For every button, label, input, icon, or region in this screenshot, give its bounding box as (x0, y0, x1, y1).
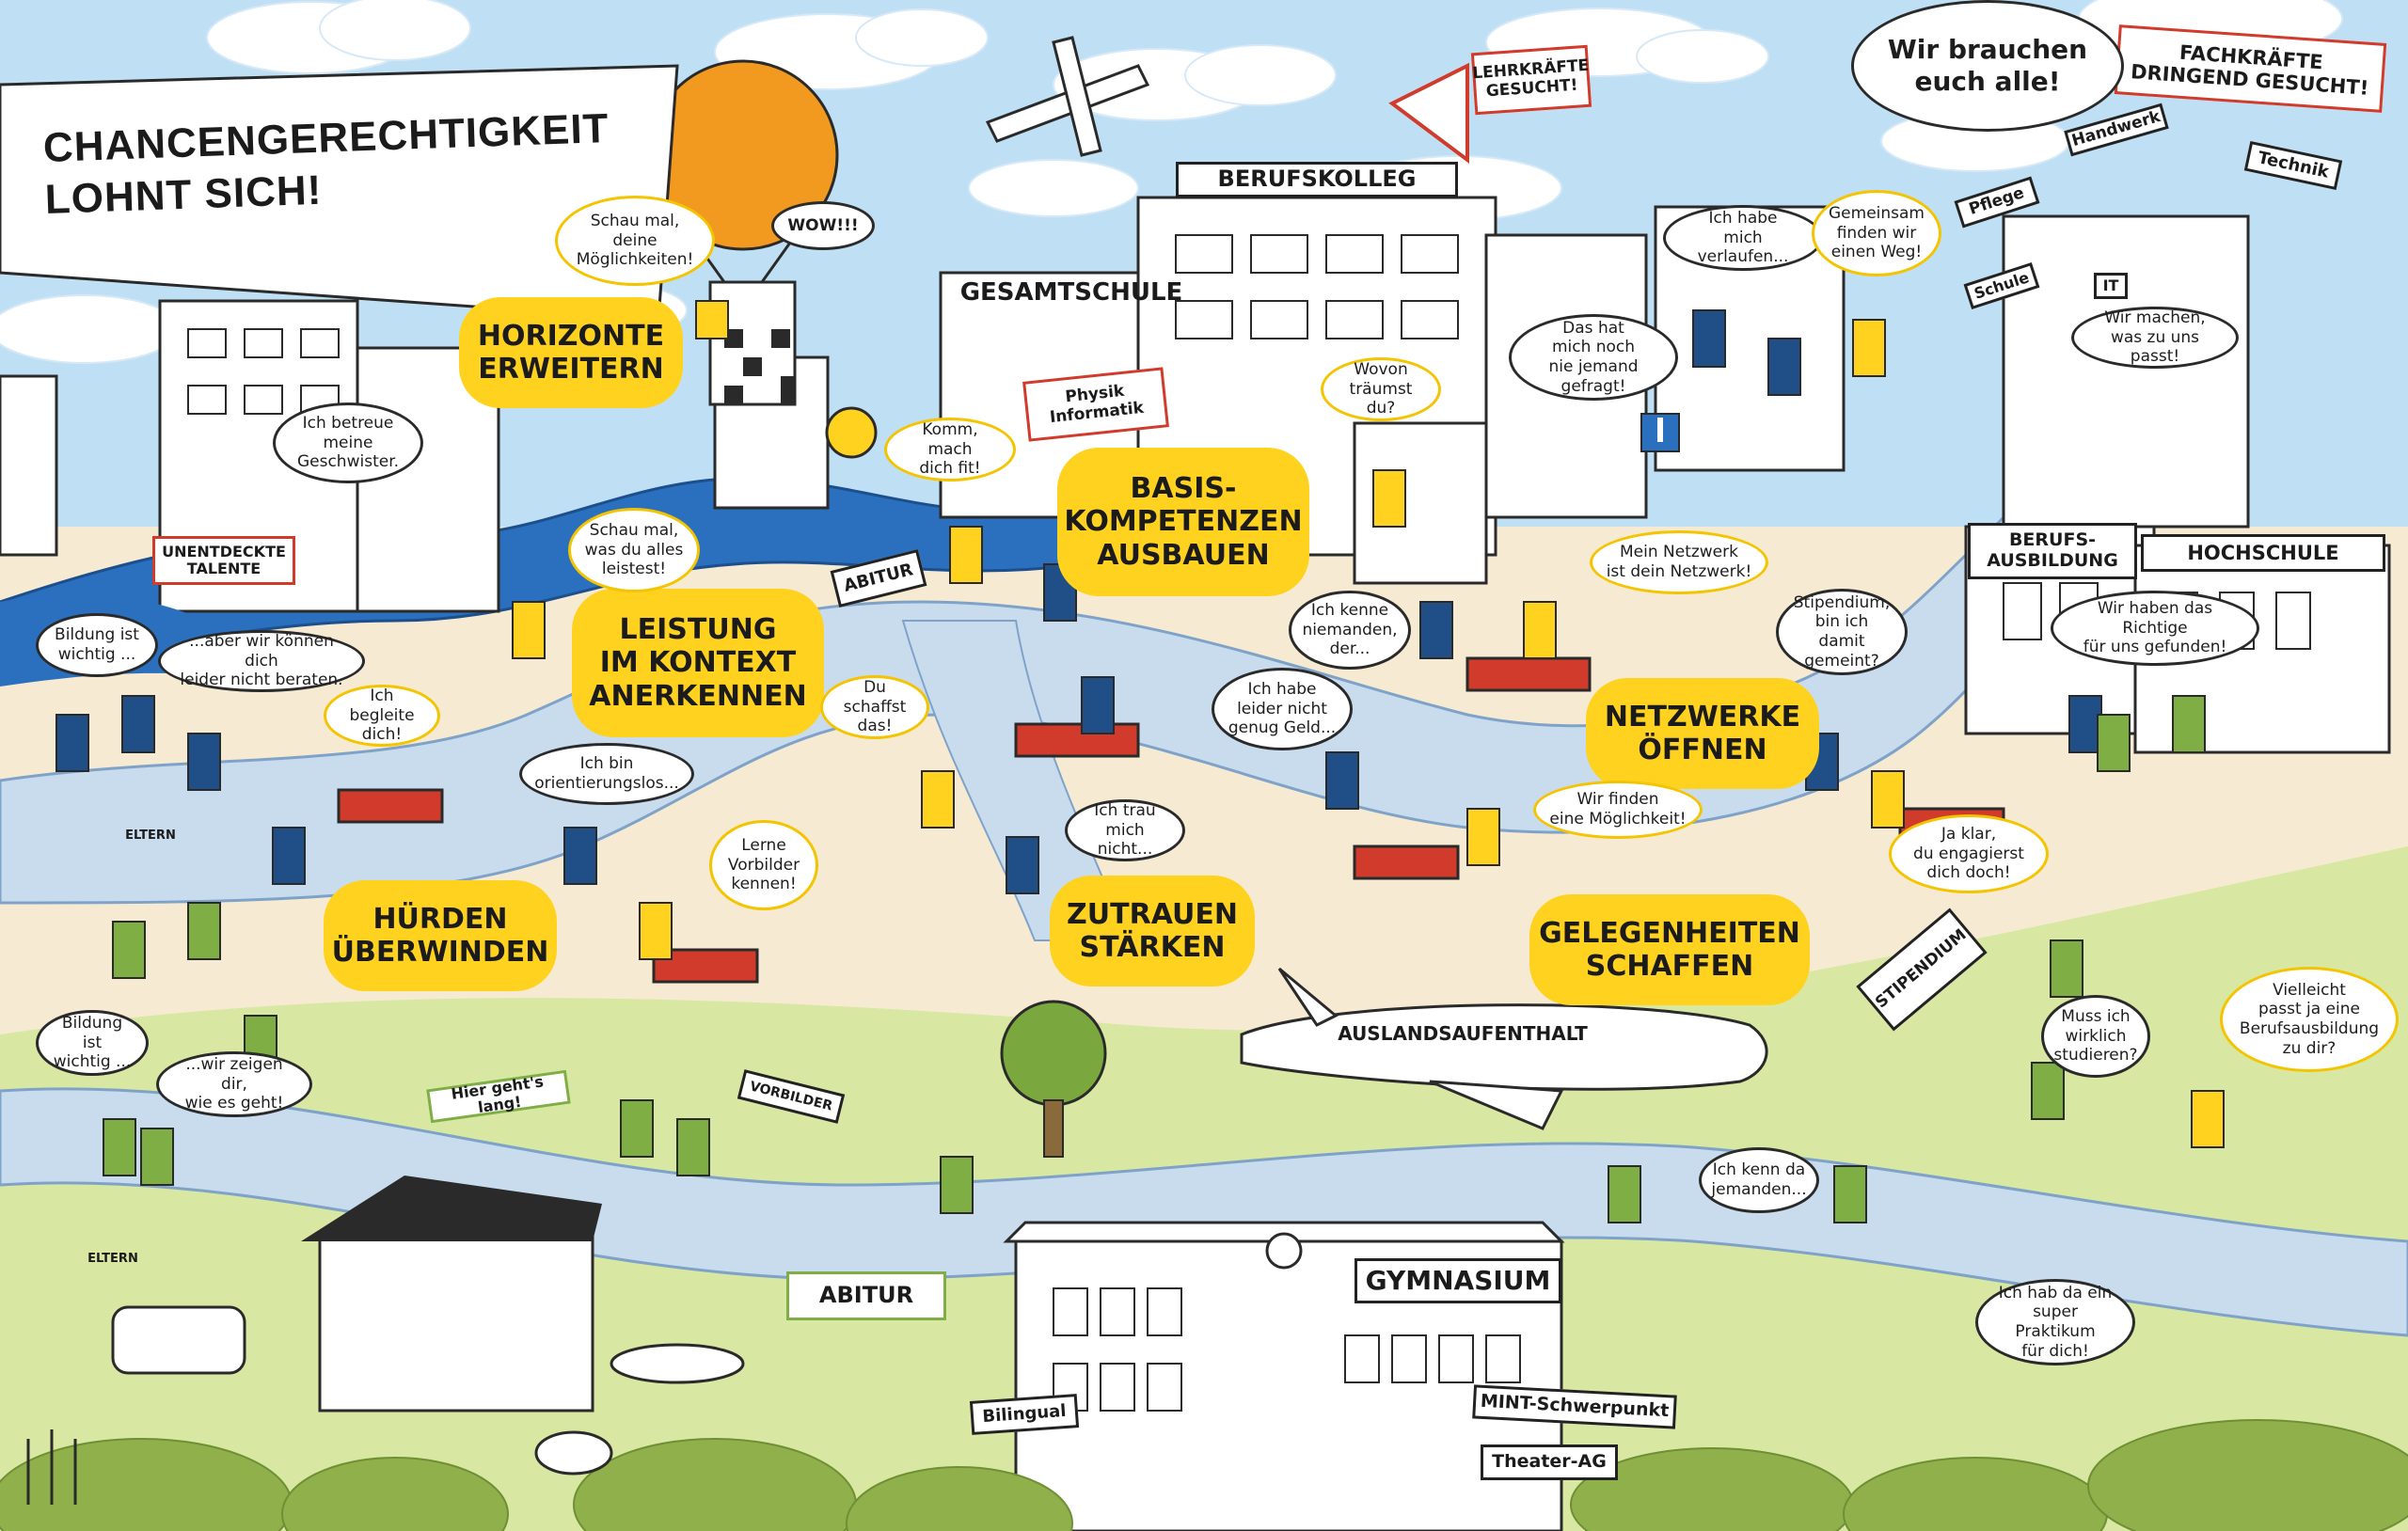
bubble-stipendium-frage: Stipendium, bin ich damit gemeint? (1776, 589, 1908, 675)
berufsausbildung-label: BERUFS- AUSBILDUNG (1968, 523, 2137, 579)
big-airplane (1240, 967, 1768, 1130)
gymnasium-roof (1003, 1221, 1565, 1243)
bubble-komm-mach: Komm, mach dich fit! (884, 418, 1016, 481)
bubble-ich-kenne-niemanden: Ich kenne niemanden, der... (1289, 591, 1411, 670)
bubble-wir-haben-richtige: Wir haben das Richtige für uns gefunden! (2051, 591, 2259, 666)
bubble-mein-netzwerk: Mein Netzwerk ist dein Netzwerk! (1590, 530, 1768, 594)
signal-post (825, 406, 878, 459)
unentdeckte-talente-sign: UNENTDECKTE TALENTE (152, 536, 295, 585)
bubble-wir-brauchen: Wir brauchen euch alle! (1851, 0, 2124, 132)
lehrkraefte-sign: LEHRKRÄFTE GESUCHT! (1470, 44, 1592, 116)
theme-basis: BASIS- KOMPETENZEN AUSBAUEN (1061, 451, 1306, 592)
auslandsaufenthalt-label: AUSLANDSAUFENTHALT (1338, 1022, 1588, 1045)
dog (534, 1430, 613, 1476)
bubble-muss-ich: Muss ich wirklich studieren? (2041, 995, 2150, 1078)
bubble-gemeinsam: Gemeinsam finden wir einen Weg! (1812, 190, 1941, 276)
bubble-bildung-wichtig-2: Bildung ist wichtig ... (36, 1010, 149, 1076)
bubble-ich-hab-praktikum: Ich hab da ein super Praktikum für dich! (1975, 1279, 2135, 1365)
berufskolleg-label: BERUFSKOLLEG (1176, 162, 1458, 197)
bubble-lerne-vorbilder: Lerne Vorbilder kennen! (709, 820, 818, 910)
bubble-ich-bin-orientierungslos: Ich bin orientierungslos... (519, 743, 694, 805)
small-airplane (985, 36, 1150, 157)
bubble-ich-betreue: Ich betreue meine Geschwister. (273, 402, 423, 483)
hochschule-label: HOCHSCHULE (2141, 534, 2385, 572)
bubble-wovon: Wovon träumst du? (1321, 357, 1441, 421)
bubble-wow: WOW!!! (771, 201, 875, 250)
gymnasium-label: GYMNASIUM (1354, 1258, 1561, 1303)
house-roof (301, 1176, 602, 1241)
bubble-ich-habe-geld: Ich habe leider nicht genug Geld... (1212, 668, 1353, 750)
people-green (103, 695, 2206, 1223)
bubble-ich-kenn-da: Ich kenn da jemanden... (1699, 1147, 1819, 1213)
gesamtschule-label: GESAMTSCHULE (959, 278, 1183, 308)
fence (26, 1429, 77, 1505)
clock (1265, 1232, 1303, 1270)
poster-title: CHANCENGERECHTIGKEIT LOHNT SICH! (42, 104, 610, 223)
bubble-vielleicht: Vielleicht passt ja eine Berufsausbildun… (2220, 967, 2399, 1072)
bubble-du-schaffst: Du schaffst das! (820, 675, 929, 739)
people-blue (55, 309, 2102, 894)
qr-code (724, 329, 794, 404)
theme-leistung: LEISTUNG IM KONTEXT ANERKENNEN (576, 592, 820, 734)
theater-sign: Theater-AG (1481, 1444, 1618, 1480)
bubble-ich-begleite: Ich begleite dich! (324, 685, 440, 747)
abitur-big-sign: ABITUR (786, 1271, 946, 1320)
theme-horizonte: HORIZONTE ERWEITERN (463, 301, 679, 404)
people-yellow (512, 300, 2225, 1148)
bubble-bildung-wichtig-1: Bildung ist wichtig ... (36, 613, 158, 677)
megaphone (1388, 62, 1469, 164)
bubble-ja-klar: Ja klar, du engagierst dich doch! (1889, 814, 2049, 893)
bubble-aber-nicht-beraten: ...aber wir können dich leider nicht ber… (158, 630, 365, 692)
bubble-wir-zeigen: ...wir zeigen dir, wie es geht! (156, 1051, 312, 1117)
bubble-ich-trau: Ich trau mich nicht... (1065, 799, 1185, 861)
tree-crown (1000, 1000, 1107, 1107)
theme-netzwerke: NETZWERKE ÖFFNEN (1590, 682, 1815, 785)
car (111, 1305, 246, 1375)
eltern-label-1: ELTERN (125, 829, 176, 843)
theme-huerden: HÜRDEN ÜBERWINDEN (327, 884, 553, 987)
it-sign: IT (2094, 273, 2128, 299)
bubble-schau-moeglichkeiten: Schau mal, deine Möglichkeiten! (555, 196, 715, 286)
bubble-ich-habe-verlaufen: Ich habe mich verlaufen... (1663, 205, 1823, 271)
bushes (0, 1419, 2408, 1531)
bubble-wir-machen: Wir machen, was zu uns passt! (2071, 307, 2239, 369)
theme-zutrauen: ZUTRAUEN STÄRKEN (1054, 879, 1251, 983)
bubble-wir-finden: Wir finden eine Möglichkeit! (1533, 781, 1703, 839)
tree-trunk (1043, 1099, 1064, 1158)
bubble-schau-leistest: Schau mal, was du alles leistest! (568, 508, 700, 592)
trampoline (610, 1343, 745, 1384)
theme-gelegenheiten: GELEGENHEITEN SCHAFFEN (1533, 898, 1806, 1002)
dead-end-bar (1657, 418, 1663, 442)
eltern-label-2: ELTERN (87, 1252, 138, 1266)
bubble-das-hat: Das hat mich noch nie jemand gefragt! (1509, 314, 1678, 401)
